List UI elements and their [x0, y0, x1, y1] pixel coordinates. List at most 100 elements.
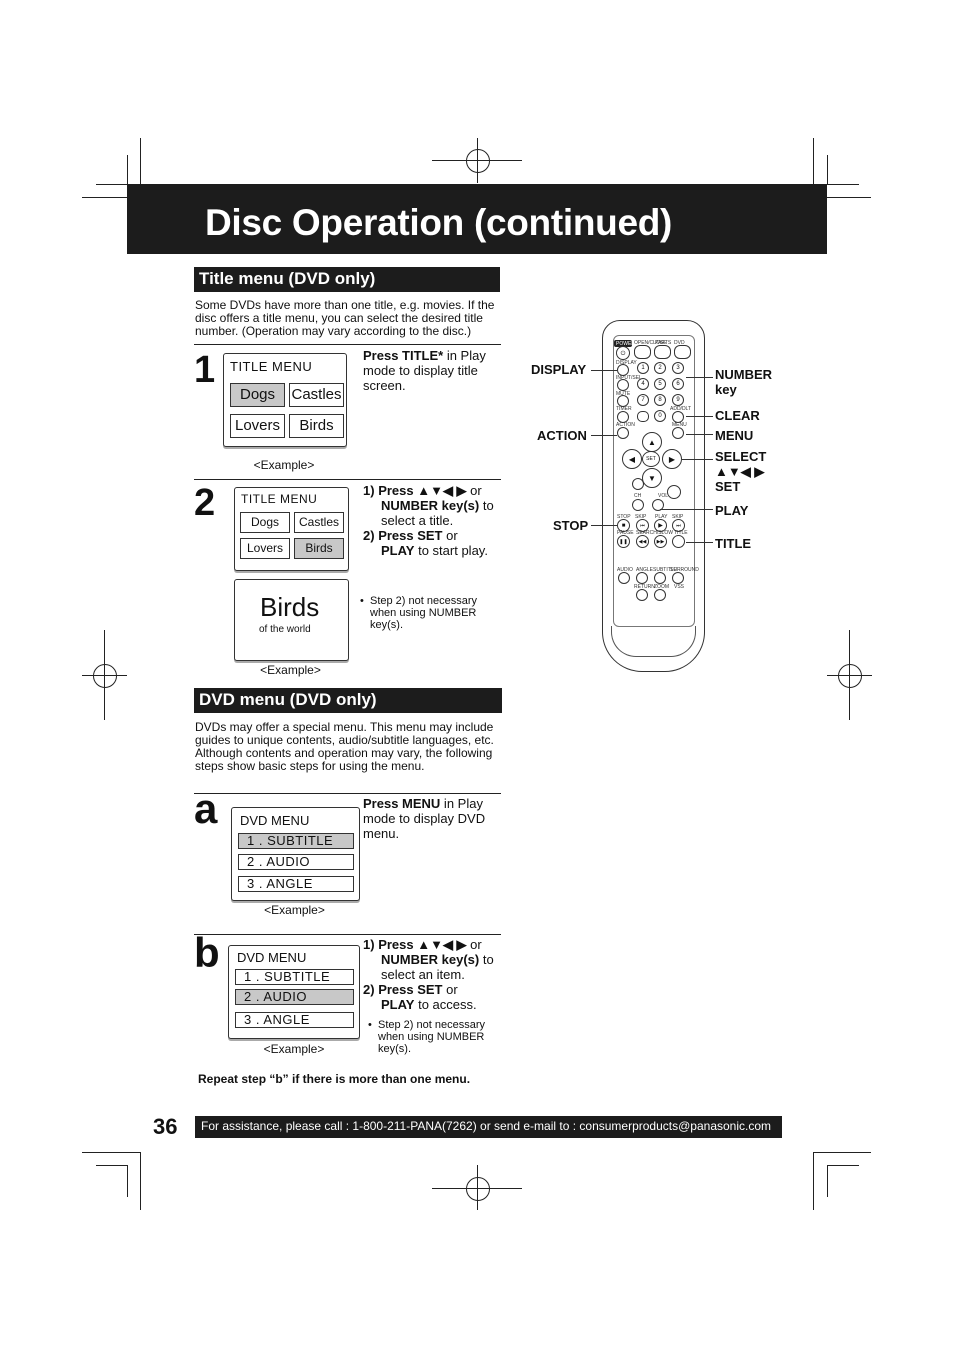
surround-button[interactable] [672, 572, 684, 584]
callout-title: TITLE [715, 536, 752, 551]
result-title: Birds [260, 592, 320, 622]
ch-down-button[interactable] [632, 499, 644, 511]
repeat-note: Repeat step “b” if there is more than on… [198, 1072, 471, 1086]
number-key-1[interactable]: 1 [637, 362, 649, 374]
zoom-button[interactable] [654, 589, 666, 601]
callout-menu: MENU [715, 428, 754, 443]
callout-select-set: SELECT▲▼◀ ▶SET [715, 449, 767, 494]
number-key-0[interactable]: 0 [654, 410, 666, 422]
dvd-label: DVD [674, 340, 685, 346]
number-key-3[interactable]: 3 [672, 362, 684, 374]
menu-item-subtitle: 1 . SUBTITLE [235, 969, 354, 985]
remote-small-button[interactable] [637, 411, 649, 422]
remote-grip [611, 626, 696, 657]
arrow-up-icon[interactable]: ▲ [642, 432, 662, 452]
stop-icon[interactable]: ■ [617, 519, 630, 532]
pause-icon[interactable]: ❚❚ [617, 535, 630, 548]
step1-instruction: Press TITLE* in Play mode to display tit… [363, 348, 486, 393]
arrow-down-icon[interactable]: ▼ [642, 468, 662, 488]
step-b-note: • Step 2) not necessary when using NUMBE… [368, 1019, 486, 1055]
number-key-8[interactable]: 8 [654, 394, 666, 406]
number-key-7[interactable]: 7 [637, 394, 649, 406]
leader-line [591, 525, 617, 526]
timer-label: TIMER [616, 406, 632, 412]
timer-button[interactable] [617, 411, 629, 423]
step-number: 1 [194, 349, 216, 391]
example-caption: <Example> [263, 1042, 325, 1056]
remote-control [602, 320, 705, 672]
title-cell: Castles [289, 383, 344, 407]
ch-label: CH [634, 493, 642, 499]
return-label: RETURN [634, 584, 655, 590]
display-button[interactable] [617, 364, 629, 376]
divider [194, 479, 501, 480]
step-letter: a [194, 785, 218, 832]
vol-up-button[interactable] [667, 485, 681, 499]
subtitle-button[interactable] [654, 572, 666, 584]
angle-button[interactable] [636, 572, 648, 584]
ch-up-button[interactable] [632, 478, 644, 490]
fast-forward-icon[interactable]: ▶▶ [654, 535, 667, 548]
menu-item-subtitle: 1 . SUBTITLE [238, 833, 354, 849]
number-key-2[interactable]: 2 [654, 362, 666, 374]
dvd-menu-screen: DVD MENU 1 . SUBTITLE 2 . AUDIO 3 . ANGL… [228, 945, 360, 1039]
mute-button[interactable] [617, 395, 629, 407]
menu-button[interactable] [672, 427, 684, 439]
remote-face [613, 335, 695, 627]
leader-line [686, 434, 713, 435]
menu-label: MENU [672, 422, 687, 428]
screen-title: TITLE MENU [230, 359, 313, 374]
title-cell: Castles [294, 512, 344, 533]
clear-button[interactable] [672, 411, 684, 423]
set-button[interactable]: SET [642, 451, 660, 467]
play-icon[interactable]: ▶ [654, 519, 667, 532]
power-icon[interactable]: ⏻ [616, 346, 630, 360]
rewind-icon[interactable]: ◀◀ [636, 535, 649, 548]
callout-stop: STOP [553, 518, 589, 533]
add-dlt-label: ADD/DLT [670, 406, 692, 412]
title-button[interactable] [672, 535, 685, 548]
page-header: Disc Operation (continued) [127, 184, 827, 254]
menu-item-audio: 2 . AUDIO [238, 854, 354, 870]
title-cell: Lovers [230, 414, 285, 438]
menu-item-angle: 3 . ANGLE [235, 1012, 354, 1028]
vol-down-button[interactable] [652, 499, 664, 511]
power-button[interactable] [614, 340, 632, 347]
vol-label: VOL [658, 493, 669, 499]
leader-line [682, 459, 713, 460]
number-key-5[interactable]: 5 [654, 378, 666, 390]
callout-action: ACTION [537, 428, 587, 443]
dvd-button[interactable] [674, 345, 691, 359]
number-key-6[interactable]: 6 [672, 378, 684, 390]
skip-fwd-icon[interactable]: ⏭ [672, 519, 685, 532]
callout-play: PLAY [715, 503, 749, 518]
title-cell: Dogs [240, 512, 290, 533]
input-sel-button[interactable] [617, 379, 629, 391]
title-cell: Birds [294, 538, 344, 559]
number-key-9[interactable]: 9 [672, 394, 684, 406]
arrow-right-icon[interactable]: ▶ [662, 449, 682, 469]
angle-label: ANGLE [636, 567, 653, 573]
step2-instructions: 1) Press ▲▼◀ ▶ or NUMBER key(s) to selec… [363, 483, 494, 558]
title-menu-screen: TITLE MENU Dogs Castles Lovers Birds [223, 353, 347, 447]
search-slow-label: SEARCH/SLOW [636, 530, 673, 536]
surround-label: SURROUND [670, 567, 699, 573]
step-letter: b [194, 929, 220, 976]
screen-title: TITLE MENU [241, 492, 318, 506]
arrow-left-icon[interactable]: ◀ [622, 449, 642, 469]
play-label: PLAY [655, 514, 668, 520]
step2-note: • Step 2) not necessary when using NUMBE… [360, 595, 478, 631]
parts-button[interactable] [654, 345, 671, 359]
number-key-4[interactable]: 4 [637, 378, 649, 390]
title-label: TITLE [674, 530, 688, 536]
skip-back-icon[interactable]: ⏮ [636, 519, 649, 532]
open-close-button[interactable] [634, 345, 651, 359]
parts-label: PARTS [655, 340, 672, 346]
callout-display: DISPLAY [531, 362, 587, 377]
action-button[interactable] [617, 427, 629, 439]
leader-line [591, 370, 617, 371]
assistance-bar: For assistance, please call : 1-800-211-… [195, 1116, 782, 1138]
audio-button[interactable] [618, 572, 630, 584]
return-button[interactable] [636, 589, 648, 601]
